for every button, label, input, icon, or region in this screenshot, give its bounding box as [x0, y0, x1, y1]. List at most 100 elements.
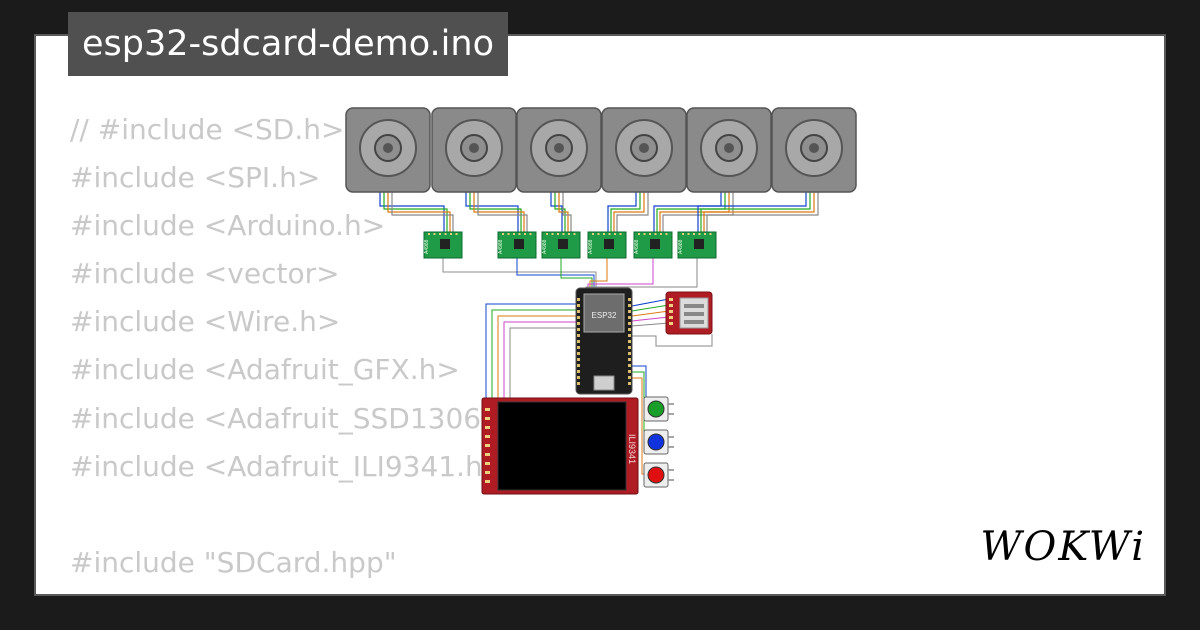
motor-wire [697, 192, 807, 232]
driver-pin [573, 233, 576, 235]
esp32-pin [577, 334, 580, 337]
button-cap [647, 466, 665, 484]
esp32-pin [628, 376, 631, 379]
esp32-pin [577, 298, 580, 301]
display-pin [485, 462, 490, 465]
esp32-pin [628, 322, 631, 325]
display-wire [491, 309, 576, 398]
motor-wire [700, 192, 811, 232]
stepper-motor[interactable] [686, 107, 772, 193]
driver-chip [514, 239, 524, 249]
driver-pin [433, 233, 436, 235]
esp32-pin [577, 364, 580, 367]
driver-label: A4988 [588, 239, 594, 254]
motor-shaft [639, 143, 649, 153]
esp32-pin [628, 304, 631, 307]
sdcard-module[interactable] [665, 291, 713, 335]
a4988-driver[interactable]: A4988 [541, 231, 581, 259]
driver-pin [643, 233, 646, 235]
stepper-motor[interactable] [601, 107, 687, 193]
sd-wire [631, 304, 670, 312]
push-button[interactable] [643, 429, 674, 455]
display-pin [485, 417, 490, 420]
page-title: esp32-sdcard-demo.ino [68, 12, 509, 76]
motor-wire [554, 192, 566, 232]
sd-wire [631, 322, 670, 327]
esp32-pin [577, 328, 580, 331]
motor-shaft [469, 143, 479, 153]
code-line: #include <Arduino.h> [70, 209, 386, 243]
stepper-motor[interactable] [431, 107, 517, 193]
driver-label: A4988 [498, 239, 504, 254]
driver-chip [440, 239, 450, 249]
display-wire [503, 321, 576, 398]
driver-chip [604, 239, 614, 249]
code-line: // #include <SD.h> [70, 113, 345, 146]
display-pin [485, 480, 490, 483]
driver-pin [518, 233, 521, 235]
esp32-pin [577, 304, 580, 307]
code-listing: // #include <SD.h> #include <SPI.h> #inclu… [70, 106, 531, 595]
preview-card: // #include <SD.h> #include <SPI.h> #inclu… [34, 34, 1166, 596]
a4988-driver[interactable]: A4988 [423, 231, 463, 259]
driver-label: A4988 [634, 239, 640, 254]
driver-pin [439, 233, 441, 235]
esp32-pin [577, 316, 580, 319]
wiring [379, 192, 819, 475]
esp32-board[interactable]: ESP32 [575, 287, 633, 395]
push-button[interactable] [643, 462, 674, 488]
driver-pin [709, 233, 712, 235]
ili9341-display[interactable]: ILI9341 [481, 397, 639, 495]
motor-wire [703, 192, 815, 232]
driver-pin [649, 233, 651, 235]
driver-chip [650, 239, 660, 249]
sd-wire [631, 316, 670, 322]
esp32-pin [577, 310, 580, 313]
stepper-motor[interactable] [771, 107, 857, 193]
code-line: #include <vector> [70, 257, 340, 291]
display-label: ILI9341 [627, 434, 637, 464]
wokwi-logo: WOKWi [980, 524, 1146, 570]
esp32-pin [628, 364, 631, 367]
motor-drivers: A4988 A4988 A4988 A4988 A4988 A4988 [423, 231, 717, 259]
stepper-motor[interactable] [345, 107, 431, 193]
esp32-pin [577, 346, 580, 349]
esp32-pin [628, 328, 631, 331]
esp32-pin [628, 352, 631, 355]
driver-pin [507, 233, 510, 235]
driver-label: A4988 [678, 239, 684, 254]
display-wire [485, 303, 576, 398]
driver-chip [558, 239, 568, 249]
driver-pin [513, 233, 515, 235]
driver-pin [698, 233, 701, 235]
esp32-pin [577, 382, 580, 385]
driver-label: A4988 [542, 239, 548, 254]
driver-pin [665, 233, 668, 235]
driver-pin [687, 233, 690, 235]
motor-wire [477, 192, 528, 232]
driver-pin [608, 233, 611, 235]
code-line: #include <SPI.h> [70, 161, 321, 195]
a4988-driver[interactable]: A4988 [497, 231, 537, 259]
push-button[interactable] [643, 396, 674, 422]
driver-wire [442, 258, 597, 288]
motor-shaft [724, 143, 734, 153]
a4988-driver[interactable]: A4988 [633, 231, 673, 259]
sdcard-pins [669, 298, 673, 325]
driver-pin [455, 233, 458, 235]
code-line: #include "MotorController.hpp" [70, 587, 531, 595]
a4988-driver[interactable]: A4988 [587, 231, 627, 259]
display-pin [485, 444, 490, 447]
circuit-diagram: A4988 A4988 A4988 A4988 A4988 A4988 ESP32 [345, 107, 857, 495]
motor-wire [610, 192, 641, 232]
code-line: #include <Adafruit_GFX.h> [70, 353, 460, 387]
driver-pin [660, 233, 662, 235]
driver-pin [614, 233, 616, 235]
motor-wire [653, 192, 722, 232]
stepper-motor[interactable] [516, 107, 602, 193]
driver-pin [546, 233, 548, 235]
esp32-pin [628, 298, 631, 301]
esp32-pin [577, 358, 580, 361]
code-line: #include "SDCard.hpp" [70, 545, 397, 579]
a4988-driver[interactable]: A4988 [677, 231, 717, 259]
